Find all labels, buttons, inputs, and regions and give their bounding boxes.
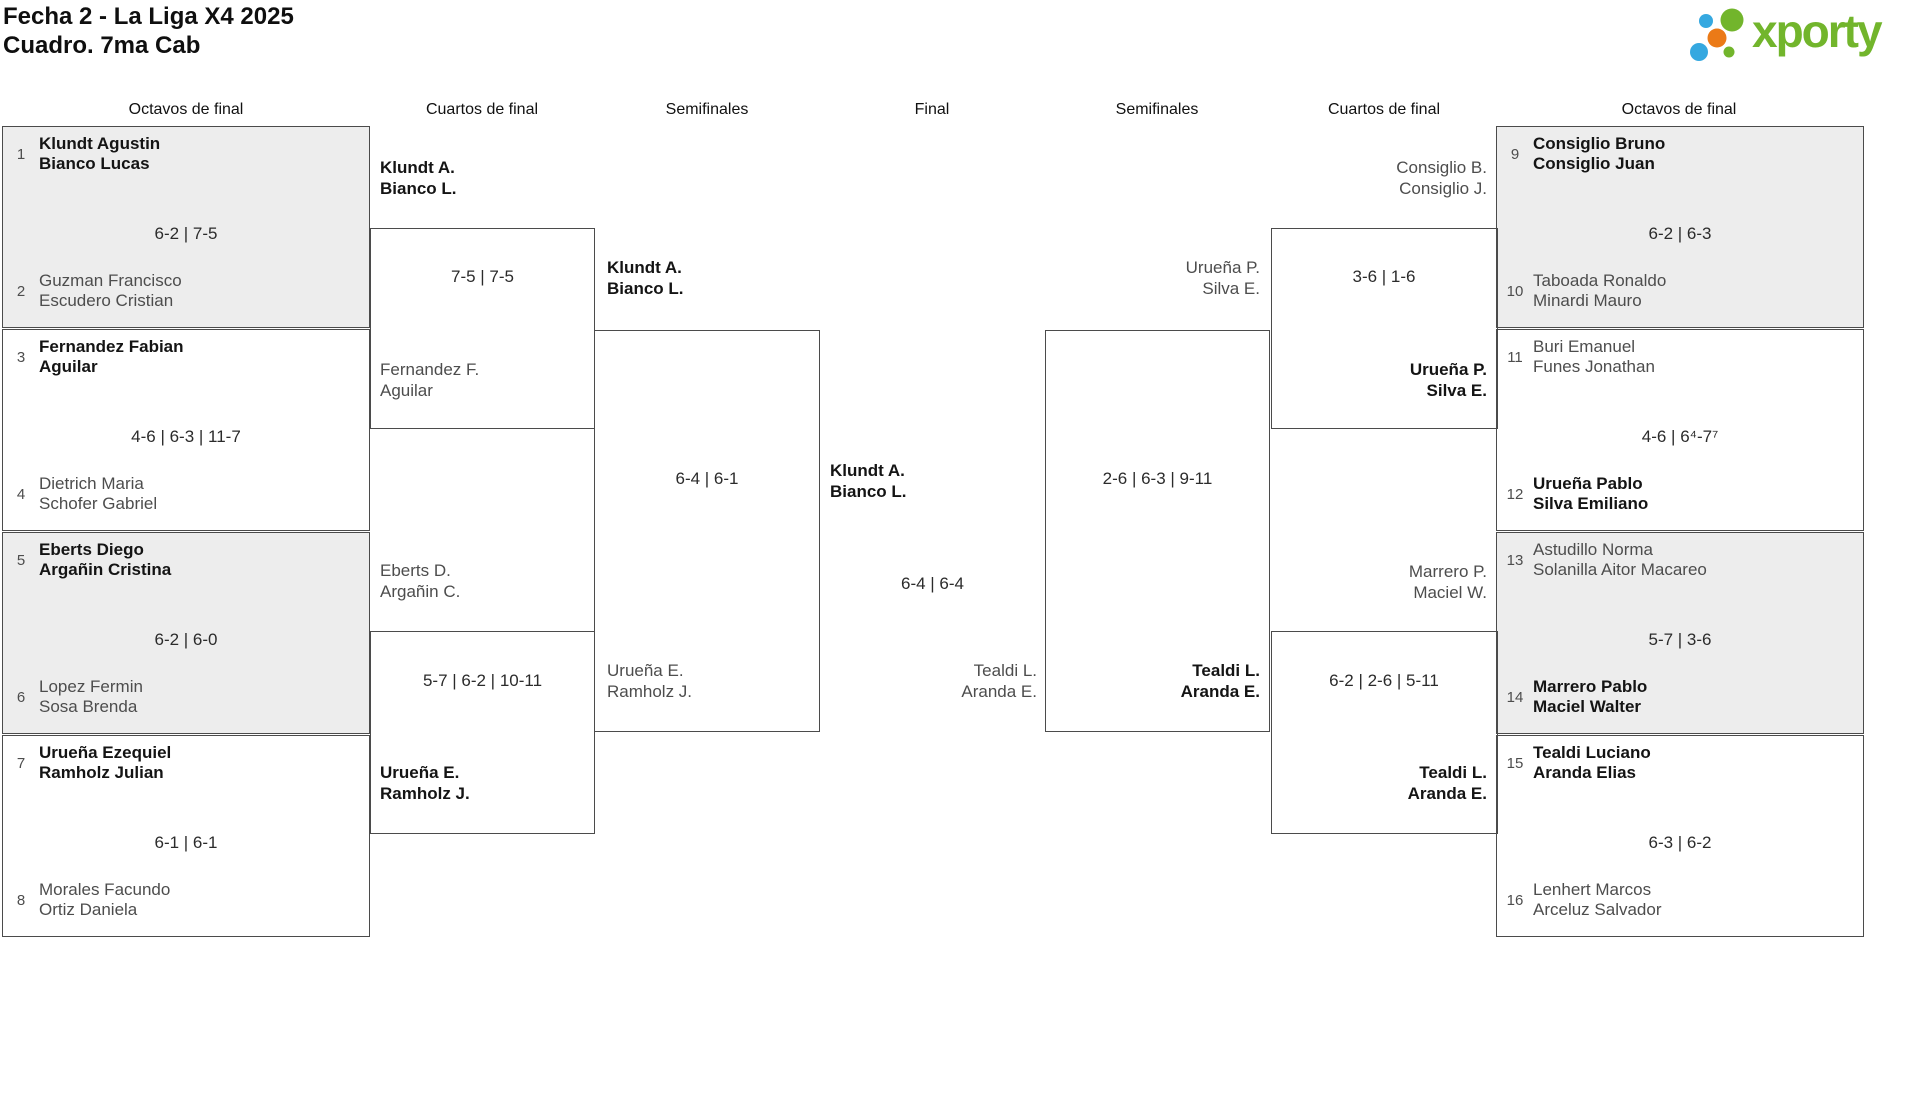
- round-header-cuartos-right: Cuartos de final: [1327, 101, 1441, 118]
- seed-number: 12: [1506, 485, 1524, 503]
- round-header-octavos-left: Octavos de final: [128, 101, 244, 118]
- team-name: Klundt A.Bianco L.: [380, 158, 457, 198]
- team-name: Fernandez F.Aguilar: [380, 360, 480, 400]
- team-name: Urueña E.Ramholz J.: [380, 763, 470, 803]
- seed-number: 1: [16, 145, 26, 163]
- final-winner-team-name: Klundt A.Bianco L.: [830, 461, 907, 501]
- match-score: 4-6 | 6⁴-7⁷: [1641, 427, 1719, 446]
- seed-number: 10: [1506, 282, 1524, 300]
- team-name: Urueña E.Ramholz J.: [607, 661, 693, 701]
- semifinal-left-box: [594, 330, 820, 732]
- seed-number: 9: [1510, 145, 1520, 163]
- team-name: Eberts D.Argañin C.: [380, 561, 461, 601]
- match-score: 7-5 | 7-5: [450, 267, 514, 286]
- round-header-semis-right: Semifinales: [1115, 101, 1199, 118]
- seed-number: 4: [16, 485, 26, 503]
- match-score: 4-6 | 6-3 | 11-7: [131, 427, 241, 446]
- quarterfinal-left-1-box: [370, 228, 595, 429]
- final-score: 6-4 | 6-4: [900, 574, 964, 593]
- seed-number: 16: [1506, 891, 1524, 909]
- seed-number: 2: [16, 282, 26, 300]
- team-name: Marrero P.Maciel W.: [1408, 562, 1487, 602]
- match-score: 5-7 | 6-2 | 10-11: [422, 671, 543, 690]
- seed-number: 15: [1506, 754, 1524, 772]
- match-score: 6-4 | 6-1: [675, 469, 739, 488]
- round-header-final: Final: [914, 101, 950, 118]
- team-name: Urueña P.Silva E.: [1409, 360, 1487, 400]
- quarterfinal-left-2-box: [370, 631, 595, 834]
- match-score: 6-1 | 6-1: [154, 833, 218, 852]
- match-score: 6-3 | 6-2: [1648, 833, 1712, 852]
- seed-number: 11: [1507, 348, 1523, 366]
- match-score: 5-7 | 3-6: [1648, 630, 1712, 649]
- seed-number: 13: [1506, 551, 1524, 569]
- round-header-octavos-right: Octavos de final: [1621, 101, 1737, 118]
- team-name: Tealdi L.Aranda E.: [1180, 661, 1260, 701]
- logo-dots-icon: [1690, 8, 1744, 61]
- team-name: Urueña P.Silva E.: [1185, 258, 1260, 298]
- seed-number: 14: [1506, 688, 1524, 706]
- quarterfinal-right-2-box: [1271, 631, 1498, 834]
- tournament-name: Fecha 2 - La Liga X4 2025: [3, 3, 294, 30]
- round-header-cuartos-left: Cuartos de final: [425, 101, 539, 118]
- match-score: 2-6 | 6-3 | 9-11: [1102, 469, 1213, 488]
- page-title: Fecha 2 - La Liga X4 2025 Cuadro. 7ma Ca…: [3, 2, 294, 60]
- seed-number: 7: [16, 754, 26, 772]
- match-score: 6-2 | 6-0: [154, 630, 218, 649]
- final-runnerup-team-name: Tealdi L.Aranda E.: [961, 661, 1037, 701]
- team-name: Klundt A.Bianco L.: [607, 258, 684, 298]
- semifinal-right-box: [1045, 330, 1270, 732]
- team-name: Tealdi L.Aranda E.: [1407, 763, 1487, 803]
- match-score: 6-2 | 6-3: [1648, 224, 1712, 243]
- seed-number: 6: [16, 688, 26, 706]
- match-score: 6-2 | 7-5: [154, 224, 218, 243]
- seed-number: 5: [16, 551, 26, 569]
- match-score: 6-2 | 2-6 | 5-11: [1329, 671, 1439, 690]
- round-header-semis-left: Semifinales: [665, 101, 749, 118]
- quarterfinal-right-1-box: [1271, 228, 1498, 429]
- xporty-logo[interactable]: xporty: [1688, 2, 1918, 68]
- seed-number: 8: [16, 891, 26, 909]
- draw-name: Cuadro. 7ma Cab: [3, 32, 201, 59]
- match-score: 3-6 | 1-6: [1352, 267, 1416, 286]
- team-name: Consiglio B.Consiglio J.: [1396, 158, 1487, 198]
- logo-wordmark: xporty: [1752, 5, 1883, 57]
- seed-number: 3: [16, 348, 26, 366]
